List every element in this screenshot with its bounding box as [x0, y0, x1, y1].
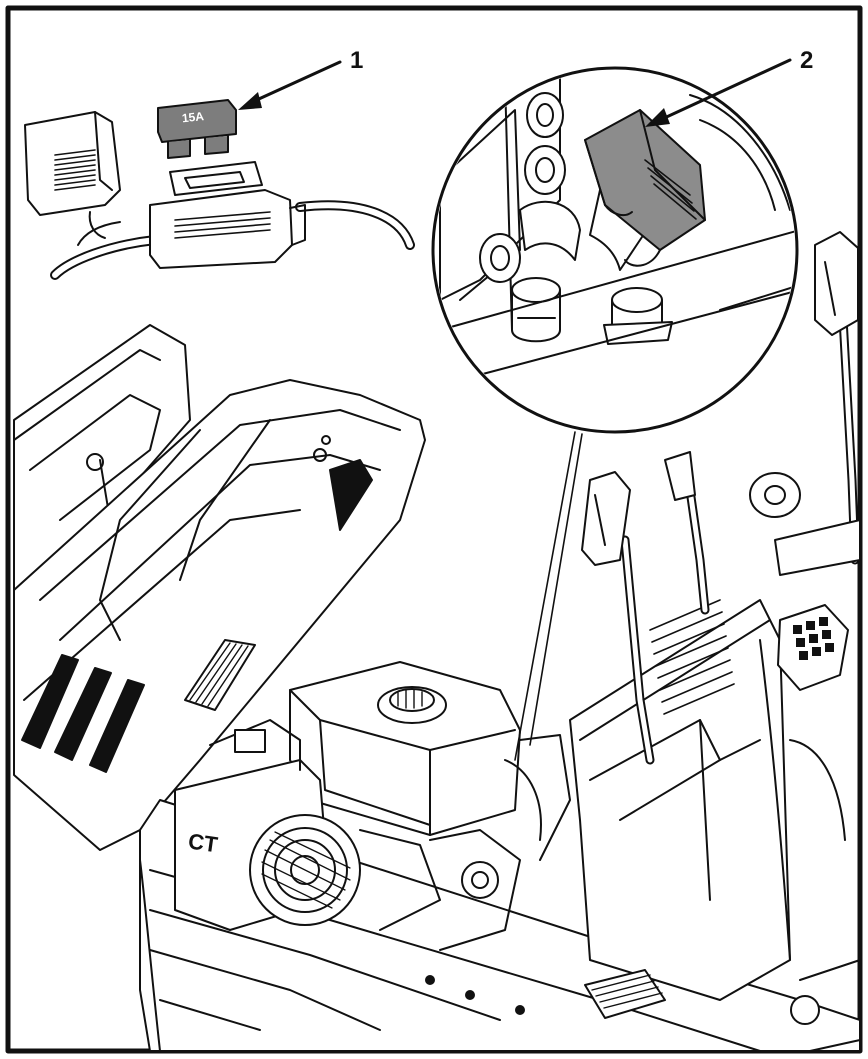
lever-grip-left: [581, 471, 631, 566]
work-lamp: [777, 604, 849, 691]
machine-illustration: CT: [13, 231, 861, 1052]
lever-grip-center: [664, 451, 696, 501]
hand-rail: [774, 519, 861, 576]
hood-slots: [21, 654, 145, 773]
callout-1: 1: [238, 47, 363, 110]
hex-cap-left: [511, 277, 561, 343]
control-bellows: [649, 599, 735, 715]
callout-1-label: 1: [350, 47, 363, 74]
callout-2: 2: [645, 47, 813, 127]
fuse-rating-text: 15A: [181, 109, 205, 125]
fuse-holder-inset: 15A: [24, 99, 415, 280]
detail-circle: [431, 66, 799, 434]
callout-2-label: 2: [800, 47, 813, 74]
foot-pedal: [584, 969, 666, 1019]
engine-brand-text: CT: [187, 828, 220, 857]
bolt-eye-left: [479, 233, 521, 283]
engine-block: CT: [174, 719, 571, 951]
detail-leader-line: [514, 431, 576, 761]
control-tower: [425, 231, 861, 1052]
blade-fuse: 15A: [157, 99, 237, 159]
fuse-holder-body: [149, 189, 293, 269]
holder-ribs: [174, 211, 271, 239]
pivot-joint: [749, 472, 801, 518]
lever-grip-right: [814, 231, 859, 336]
hood-vent: [184, 639, 256, 711]
hex-cap-right: [603, 287, 673, 345]
bolt-eye-top: [526, 92, 564, 138]
fuse-wire-left: [50, 235, 160, 280]
engine-fuel-tank: [289, 661, 521, 836]
installed-fuse-holder: [584, 109, 706, 267]
cap-ribs: [54, 149, 96, 191]
